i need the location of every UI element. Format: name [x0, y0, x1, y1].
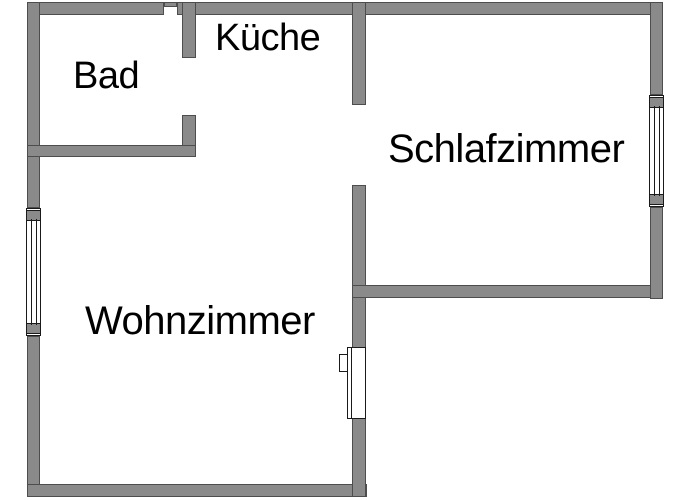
window-left-wohnzimmer-pane-line-2: [36, 219, 37, 325]
window-right-schlafzimmer-pane-line-1: [654, 106, 655, 196]
wall-middle-upper: [352, 2, 366, 105]
wall-bad-bottom: [27, 145, 196, 157]
balcony-door-wohnzimmer-leaf-line: [351, 348, 352, 418]
window-right-schlafzimmer-sill-bottom: [650, 194, 663, 205]
room-label-bad: Bad: [73, 55, 140, 97]
window-left-wohnzimmer-pane-line-1: [31, 219, 32, 325]
wall-top-main: [177, 2, 663, 15]
wall-middle-main: [352, 185, 366, 497]
window-left-wohnzimmer-sill-top: [27, 210, 40, 221]
room-label-schlafzimmer: Schlafzimmer: [388, 127, 625, 171]
balcony-door-wohnzimmer: [347, 347, 366, 419]
wall-left-lower: [27, 336, 40, 497]
window-right-schlafzimmer-sill-top: [650, 97, 663, 108]
window-left-wohnzimmer: [26, 208, 41, 336]
balcony-door-wohnzimmer-handle: [339, 354, 348, 372]
window-left-wohnzimmer-sill-bottom: [27, 323, 40, 334]
wall-top-left: [27, 2, 164, 15]
room-label-kueche: Küche: [215, 17, 321, 59]
wall-right-upper: [650, 2, 663, 95]
room-label-wohnzimmer: Wohnzimmer: [85, 299, 315, 343]
wall-left-upper: [27, 2, 40, 208]
wall-right-lower: [650, 207, 663, 299]
wall-entrance-lintel: [164, 2, 177, 7]
wall-bottom: [27, 484, 367, 497]
wall-bad-stub-upper: [182, 2, 196, 58]
wall-schlafzimmer-bottom: [352, 285, 663, 298]
window-right-schlafzimmer: [649, 95, 664, 207]
window-right-schlafzimmer-pane-line-2: [659, 106, 660, 196]
